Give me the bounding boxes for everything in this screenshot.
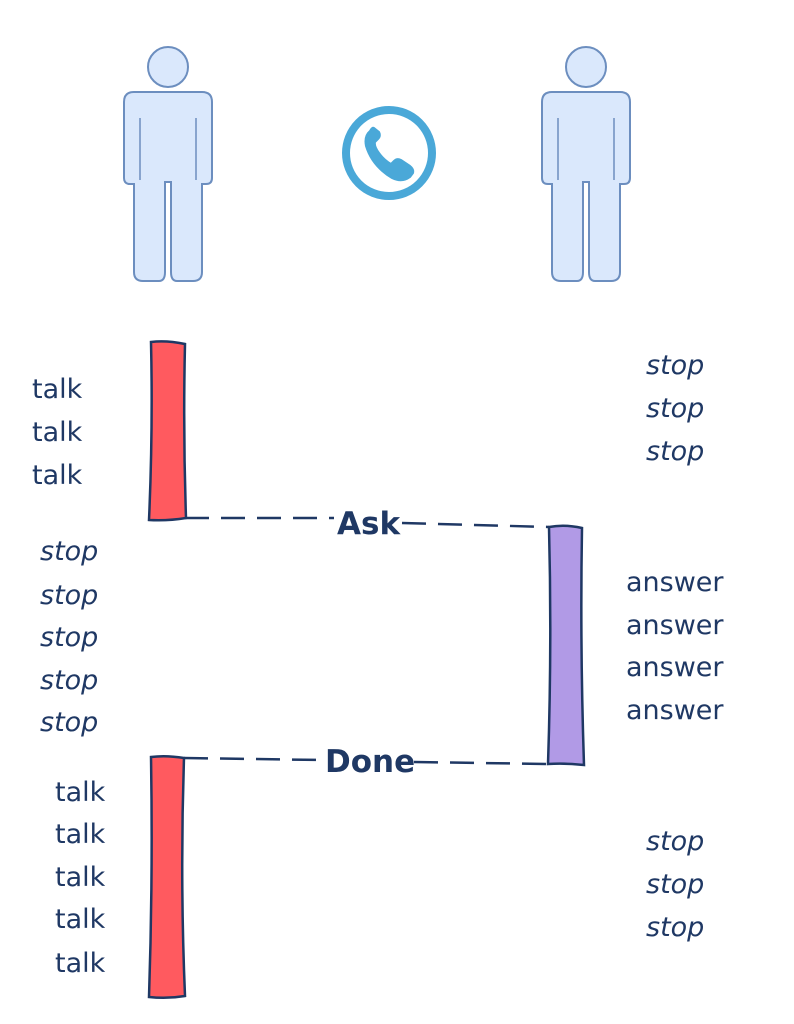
- left-stop-word: stop: [40, 707, 98, 738]
- left-talk-word: talk: [55, 862, 106, 893]
- left-stop-word: stop: [40, 622, 98, 653]
- left-talk-word: talk: [55, 819, 106, 850]
- right-stop-word: stop: [646, 912, 704, 943]
- ask-message: Ask: [185, 506, 550, 542]
- right-stop-word: stop: [646, 350, 704, 381]
- right-answer-word: answer: [626, 695, 724, 726]
- person-left: [123, 46, 213, 282]
- done-arrow: [183, 756, 323, 762]
- person-icon: [123, 46, 213, 282]
- done-message: Done: [183, 744, 550, 780]
- right-answer-word: answer: [626, 610, 724, 641]
- right-answer-word: answer: [626, 652, 724, 683]
- left-stop-word: stop: [40, 665, 98, 696]
- left-talk-word: talk: [32, 460, 83, 491]
- right-answer-word: answer: [626, 567, 724, 598]
- ask-label: Ask: [337, 506, 401, 542]
- answer-bar: [546, 524, 586, 767]
- left-talk-word: talk: [55, 777, 106, 808]
- person-icon: [541, 46, 631, 282]
- right-stop-word: stop: [646, 826, 704, 857]
- talk-bar-2: [147, 754, 187, 1000]
- phone-icon: [342, 106, 436, 200]
- left-talk-word: talk: [55, 904, 106, 935]
- ask-arrow: [401, 521, 550, 529]
- talk-bar-1: [147, 340, 188, 522]
- right-stop-word: stop: [646, 869, 704, 900]
- left-talk-word: talk: [32, 417, 83, 448]
- left-talk-word: talk: [32, 374, 83, 405]
- right-stop-word: stop: [646, 393, 704, 424]
- person-right: [541, 46, 631, 282]
- right-stop-word: stop: [646, 436, 704, 467]
- done-label: Done: [325, 744, 415, 780]
- left-talk-word: talk: [55, 948, 106, 979]
- left-stop-word: stop: [40, 536, 98, 567]
- done-arrow: [413, 760, 550, 766]
- left-stop-word: stop: [40, 580, 98, 611]
